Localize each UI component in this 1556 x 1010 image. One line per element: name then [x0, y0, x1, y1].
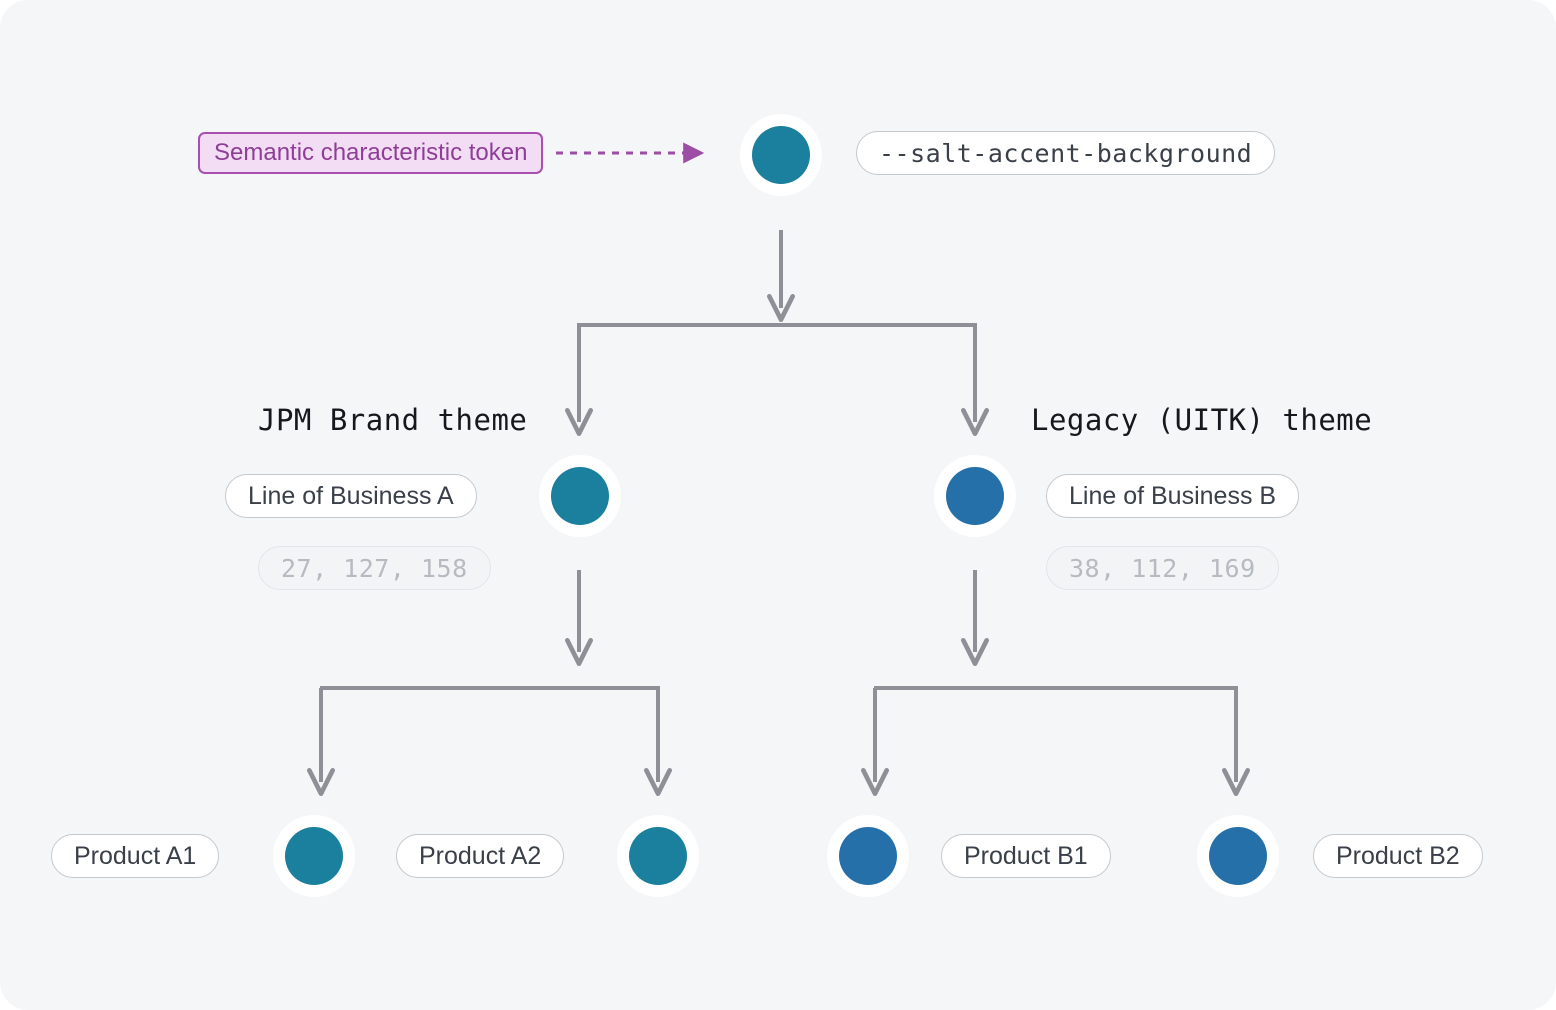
pill-product-b2[interactable]: Product B2	[1313, 834, 1483, 878]
product-a1-swatch	[285, 827, 343, 885]
rgb-value-line-of-business-b: 38, 112, 169	[1046, 546, 1279, 590]
rgb-value-line-of-business-a: 27, 127, 158	[258, 546, 491, 590]
theme-label-legacy-uitk: Legacy (UITK) theme	[1031, 403, 1373, 437]
product-a2-swatch	[629, 827, 687, 885]
pill-line-of-business-a[interactable]: Line of Business A	[225, 474, 477, 518]
root-token-name: --salt-accent-background	[879, 138, 1253, 168]
pill-line-of-business-b[interactable]: Line of Business B	[1046, 474, 1300, 518]
product-a1-circle[interactable]	[273, 815, 355, 897]
product-b2-label: Product B2	[1336, 841, 1460, 870]
product-a1-label: Product A1	[74, 841, 197, 870]
product-a2-circle[interactable]	[617, 815, 699, 897]
product-b2-swatch	[1209, 827, 1267, 885]
root-token-pill[interactable]: --salt-accent-background	[856, 131, 1276, 175]
product-b1-label: Product B1	[964, 841, 1088, 870]
root-node-circle[interactable]	[740, 114, 822, 196]
root-color-swatch	[752, 126, 810, 184]
line-of-business-a-circle[interactable]	[539, 455, 621, 537]
line-of-business-a-label: Line of Business A	[248, 481, 454, 510]
line-of-business-b-label: Line of Business B	[1069, 481, 1277, 510]
semantic-token-callout-label: Semantic characteristic token	[214, 139, 528, 166]
line-of-business-a-swatch	[551, 467, 609, 525]
semantic-token-callout: Semantic characteristic token	[198, 132, 544, 174]
theme-label-jpm-brand: JPM Brand theme	[258, 403, 528, 437]
line-of-business-b-swatch	[946, 467, 1004, 525]
product-b2-circle[interactable]	[1197, 815, 1279, 897]
product-b1-swatch	[839, 827, 897, 885]
pill-product-a2[interactable]: Product A2	[396, 834, 565, 878]
pill-product-a1[interactable]: Product A1	[51, 834, 220, 878]
product-b1-circle[interactable]	[827, 815, 909, 897]
line-of-business-b-circle[interactable]	[934, 455, 1016, 537]
pill-product-b1[interactable]: Product B1	[941, 834, 1111, 878]
product-a2-label: Product A2	[419, 841, 542, 870]
